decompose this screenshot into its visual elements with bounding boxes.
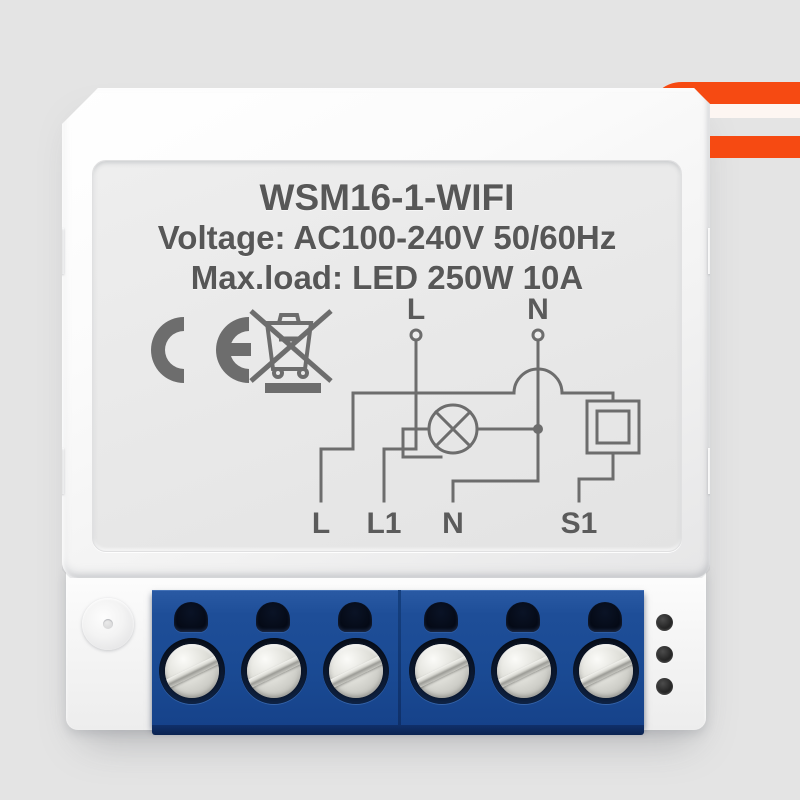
- screw-well-3: [323, 638, 389, 704]
- orange-badge-inner-fill: [690, 104, 800, 118]
- diagram-label-bottom-S1: S1: [561, 507, 598, 540]
- voltage-spec-text: Voltage: AC100-240V 50/60Hz: [157, 219, 617, 256]
- screw-well-5: [491, 638, 557, 704]
- terminal-block: [152, 590, 644, 735]
- wire-entry-hole-6: [588, 602, 622, 632]
- screw-well-6: [573, 638, 639, 704]
- screw-slot-4: [415, 652, 469, 691]
- mounting-tab-right-bottom: [708, 448, 724, 494]
- weee-crossed-bin-icon: [243, 303, 339, 399]
- housing-chamfer-edge: [58, 66, 102, 110]
- diagram-label-top-N: N: [527, 293, 549, 326]
- vent-hole-2: [656, 646, 673, 663]
- screw-slot-6: [579, 652, 633, 691]
- wire-entry-hole-2: [256, 602, 290, 632]
- terminal-screw-2[interactable]: [247, 644, 301, 698]
- wire-entry-hole-5: [506, 602, 540, 632]
- terminal-6[interactable]: [566, 590, 648, 727]
- diagram-label-bottom-L: L: [312, 507, 330, 540]
- mounting-tab-left-bottom: [48, 448, 64, 494]
- terminal-2[interactable]: [234, 590, 316, 727]
- screw-well-4: [409, 638, 475, 704]
- screw-slot-2: [247, 652, 301, 691]
- terminal-4[interactable]: [402, 590, 484, 727]
- screw-well-1: [159, 638, 225, 704]
- screw-slot-1: [165, 652, 219, 691]
- model-number-text: WSM16-1-WIFI: [259, 177, 515, 218]
- terminal-screw-1[interactable]: [165, 644, 219, 698]
- screw-slot-5: [497, 652, 551, 691]
- ce-mark-icon: [129, 311, 259, 389]
- diagram-label-bottom-N: N: [442, 507, 464, 540]
- wire-entry-hole-3: [338, 602, 372, 632]
- diagram-label-bottom-L1: L1: [366, 507, 401, 540]
- terminal-5[interactable]: [484, 590, 566, 727]
- mounting-tab-left-top: [48, 228, 64, 274]
- max-load-spec-text: Max.load: LED 250W 10A: [190, 259, 584, 296]
- terminal-screw-6[interactable]: [579, 644, 633, 698]
- diagram-label-top-L: L: [407, 293, 425, 326]
- mounting-boss: [82, 598, 134, 650]
- terminal-screw-5[interactable]: [497, 644, 551, 698]
- terminal-3[interactable]: [316, 590, 398, 727]
- terminal-screw-3[interactable]: [329, 644, 383, 698]
- screw-well-2: [241, 638, 307, 704]
- mounting-tab-right-top: [708, 228, 724, 274]
- terminal-block-divider: [398, 590, 401, 727]
- wiring-diagram: L N L L1 N S1: [312, 293, 671, 541]
- terminal-1[interactable]: [152, 590, 234, 727]
- product-label-plate: WSM16-1-WIFI Voltage: AC100-240V 50/60Hz…: [92, 160, 682, 552]
- wire-entry-hole-1: [174, 602, 208, 632]
- vent-hole-3: [656, 678, 673, 695]
- vent-hole-1: [656, 614, 673, 631]
- screw-slot-3: [329, 652, 383, 691]
- wire-entry-hole-4: [424, 602, 458, 632]
- terminal-screw-4[interactable]: [415, 644, 469, 698]
